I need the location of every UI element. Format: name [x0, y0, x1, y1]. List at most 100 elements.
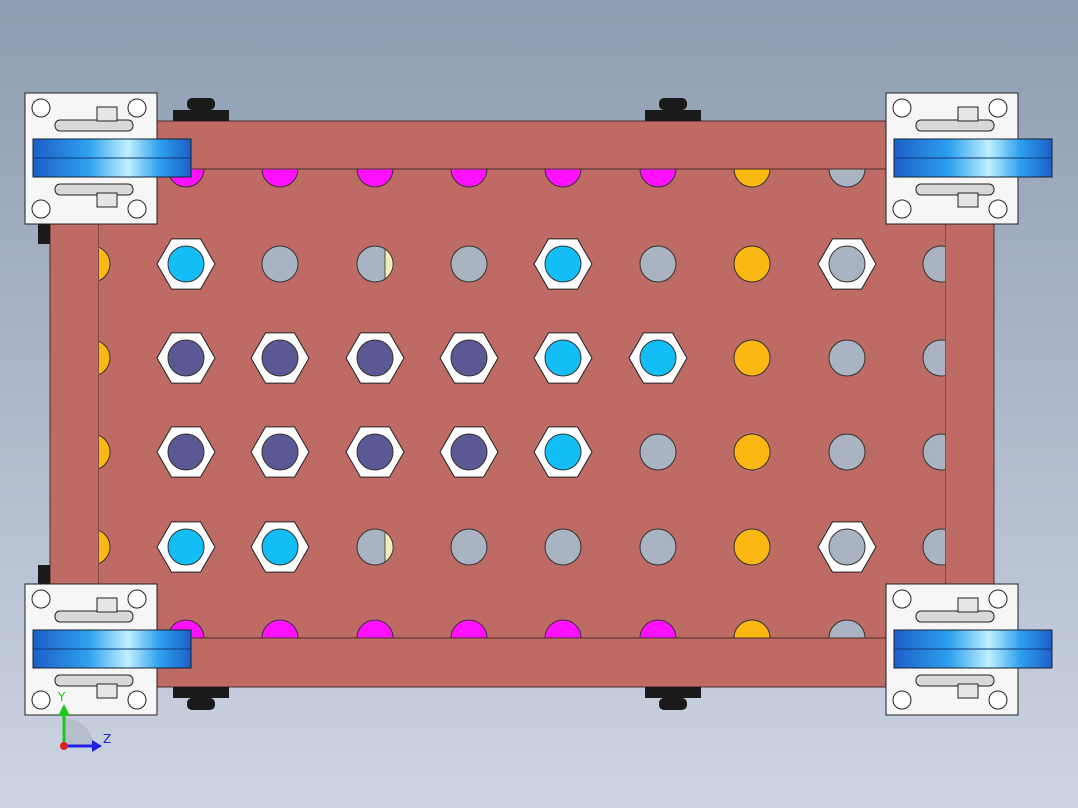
axle-bolt-lower — [96, 683, 118, 699]
plate-surface — [99, 169, 945, 638]
bottom-crossbar — [149, 637, 896, 688]
mount-hole — [127, 98, 147, 118]
plate-hole — [544, 528, 582, 566]
plate-hole — [639, 528, 677, 566]
foot-top-left-knob — [187, 98, 215, 110]
plate-hole — [450, 339, 488, 377]
plate-hole-edge-right — [922, 528, 945, 566]
foot-top-right — [645, 110, 701, 121]
axle-bolt-upper — [96, 597, 118, 613]
axis-arc — [64, 717, 94, 746]
y-axis-arrow — [58, 704, 70, 716]
plate-hole — [261, 339, 299, 377]
plate-hole-highlight — [384, 531, 394, 563]
plate-hole-edge-left — [99, 340, 111, 376]
swivel-bracket-lower — [54, 674, 134, 687]
mount-hole — [988, 690, 1008, 710]
plate-hole — [167, 433, 205, 471]
plate-hole — [828, 339, 866, 377]
plate-hole — [733, 169, 771, 188]
mount-hole — [892, 589, 912, 609]
plate-hole — [828, 619, 866, 638]
plate-hole — [356, 619, 394, 638]
plate-hole — [261, 619, 299, 638]
swivel-bracket-upper — [54, 119, 134, 132]
frame-left-rail — [49, 168, 100, 639]
plate-hole — [356, 433, 394, 471]
mount-hole — [31, 690, 51, 710]
plate-hole-edge-left — [99, 529, 111, 565]
plate-hole — [828, 245, 866, 283]
plate-hole — [733, 339, 771, 377]
feet — [38, 98, 701, 710]
mount-hole — [988, 589, 1008, 609]
plate-hole — [544, 433, 582, 471]
mount-hole — [892, 98, 912, 118]
caster-bottom-left — [24, 583, 192, 716]
axle-bolt-lower — [957, 192, 979, 208]
plate-hole — [828, 433, 866, 471]
plate-hole — [356, 339, 394, 377]
y-axis-label: Y — [57, 690, 66, 704]
plate-hole — [167, 528, 205, 566]
mount-hole — [127, 690, 147, 710]
plate-hole — [828, 169, 866, 188]
caster-bottom-right — [885, 583, 1053, 716]
plate-hole — [639, 245, 677, 283]
mount-hole — [127, 199, 147, 219]
swivel-bracket-lower — [915, 183, 995, 196]
plate-hole-edge-right — [922, 433, 945, 471]
axle-bolt-lower — [957, 683, 979, 699]
caster-group — [24, 92, 1053, 716]
mount-hole — [127, 589, 147, 609]
plate-hole — [639, 169, 677, 188]
z-axis-arrow — [92, 740, 102, 752]
plate-hole — [639, 619, 677, 638]
plate-hole-edge-right — [922, 339, 945, 377]
plate-hole — [828, 528, 866, 566]
mount-hole — [31, 98, 51, 118]
plate-hole — [261, 433, 299, 471]
plate-hole-highlight — [384, 248, 394, 280]
axle-bolt-upper — [957, 106, 979, 122]
foot-bottom-left-knob — [187, 698, 215, 710]
axle-bolt-upper — [96, 106, 118, 122]
plate-hole — [639, 433, 677, 471]
origin-dot — [60, 742, 68, 750]
mount-hole — [31, 589, 51, 609]
foot-top-left — [173, 110, 229, 121]
plate-hole — [544, 169, 582, 188]
mount-hole — [892, 690, 912, 710]
plate-hole — [733, 619, 771, 638]
crossbars — [149, 120, 896, 688]
frame-right-rail — [944, 168, 995, 639]
plate-hole — [261, 528, 299, 566]
perforated-plate — [99, 169, 945, 638]
plate-hole — [261, 245, 299, 283]
plate-hole-edge-left — [99, 246, 111, 282]
swivel-bracket-lower — [54, 183, 134, 196]
mount-hole — [988, 98, 1008, 118]
mount-hole — [31, 199, 51, 219]
plate-hole — [261, 169, 299, 188]
caster-top-right — [885, 92, 1053, 225]
foot-bottom-right-knob — [659, 698, 687, 710]
axle-bolt-lower — [96, 192, 118, 208]
foot-top-right-knob — [659, 98, 687, 110]
swivel-bracket-upper — [915, 119, 995, 132]
foot-bottom-left — [173, 687, 229, 698]
axis-triad: Y Z — [57, 690, 111, 752]
plate-hole-edge-left — [99, 434, 111, 470]
plate-hole — [733, 245, 771, 283]
side-clip-lower — [38, 565, 50, 585]
plate-hole-edge-right — [922, 245, 945, 283]
z-axis-label: Z — [103, 732, 111, 746]
plate-hole — [450, 245, 488, 283]
plate-hole — [639, 339, 677, 377]
plate-hole — [733, 528, 771, 566]
plate-hole — [544, 619, 582, 638]
side-clip-upper — [38, 222, 50, 244]
plate-hole — [356, 169, 394, 188]
plate-hole — [450, 528, 488, 566]
